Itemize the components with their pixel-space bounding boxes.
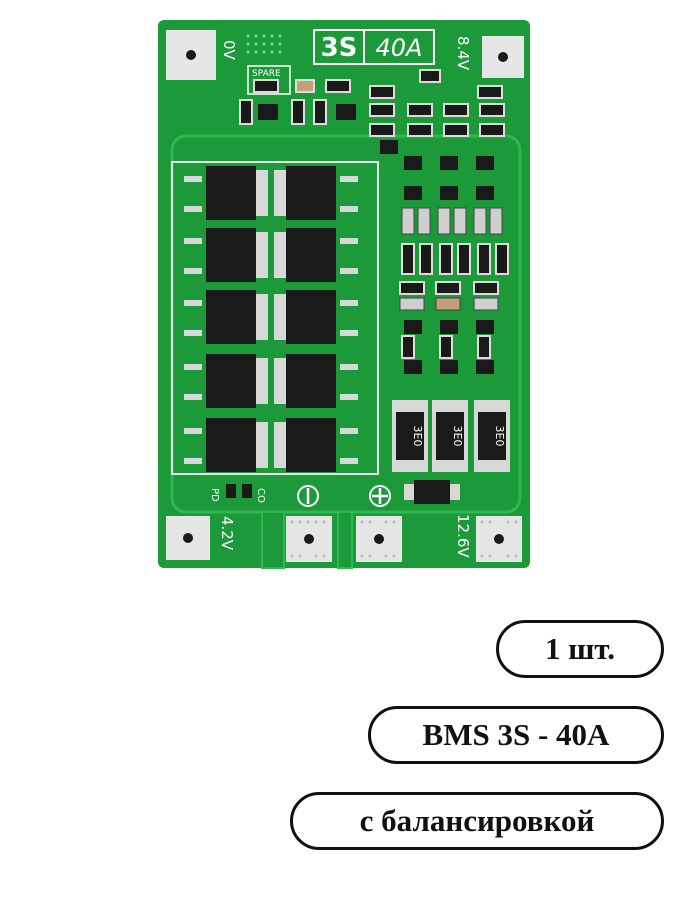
spare-area bbox=[247, 65, 291, 95]
shunt-code-1: 3E0 bbox=[411, 426, 424, 447]
model-badge: BMS 3S - 40A bbox=[368, 706, 664, 764]
label-4v2: 4.2V bbox=[218, 516, 236, 551]
board-cutout-left bbox=[261, 511, 285, 569]
pd-label: PD bbox=[209, 488, 220, 502]
top-resistors bbox=[239, 69, 505, 137]
feature-text: с балансировкой bbox=[359, 803, 595, 838]
label-0v: 0V bbox=[220, 40, 238, 61]
mosfet-right-5 bbox=[274, 418, 358, 472]
quantity-text: 1 шт. bbox=[544, 631, 616, 666]
mosfet-right-1 bbox=[274, 166, 358, 220]
spare-label: SPARE bbox=[252, 69, 281, 79]
pd-pad bbox=[226, 484, 236, 498]
mosfet-left-2 bbox=[184, 228, 268, 282]
mosfet-left-3 bbox=[184, 290, 268, 344]
mosfet-left-4 bbox=[184, 354, 268, 408]
label-8v4: 8.4V bbox=[454, 36, 472, 71]
pad-0v bbox=[166, 30, 216, 80]
label-12v6: 12.6V bbox=[454, 514, 472, 558]
mosfet-array bbox=[171, 161, 379, 475]
plus-symbol bbox=[369, 485, 391, 507]
model-marking-box bbox=[313, 29, 435, 65]
quantity-badge: 1 шт. bbox=[496, 620, 664, 678]
pad-b-plus bbox=[356, 516, 402, 562]
co-label: CO bbox=[255, 488, 266, 503]
pad-8v4 bbox=[482, 36, 524, 78]
mosfet-left-5 bbox=[184, 418, 268, 472]
diode bbox=[404, 480, 460, 504]
shunt-resistors: 3E0 3E0 3E0 bbox=[392, 400, 510, 472]
mosfet-left-1 bbox=[184, 166, 268, 220]
mosfet-right-3 bbox=[274, 290, 358, 344]
balance-resistor-grid bbox=[399, 207, 509, 359]
shunt-code-2: 3E0 bbox=[451, 426, 464, 447]
via-field bbox=[246, 34, 282, 54]
co-pad bbox=[242, 484, 252, 498]
pad-12v6 bbox=[476, 516, 522, 562]
marking-40a: 40A bbox=[376, 34, 423, 62]
board-cutout-right bbox=[337, 511, 353, 569]
mosfet-right-4 bbox=[274, 354, 358, 408]
model-text: BMS 3S - 40A bbox=[422, 717, 610, 752]
minus-symbol bbox=[297, 485, 319, 507]
mosfet-right-2 bbox=[274, 228, 358, 282]
feature-badge: с балансировкой bbox=[290, 792, 664, 850]
small-transistors bbox=[258, 104, 494, 374]
pad-4v2 bbox=[166, 516, 210, 560]
pad-b-minus bbox=[286, 516, 332, 562]
shunt-code-3: 3E0 bbox=[493, 426, 506, 447]
marking-3s: 3S bbox=[321, 33, 358, 63]
